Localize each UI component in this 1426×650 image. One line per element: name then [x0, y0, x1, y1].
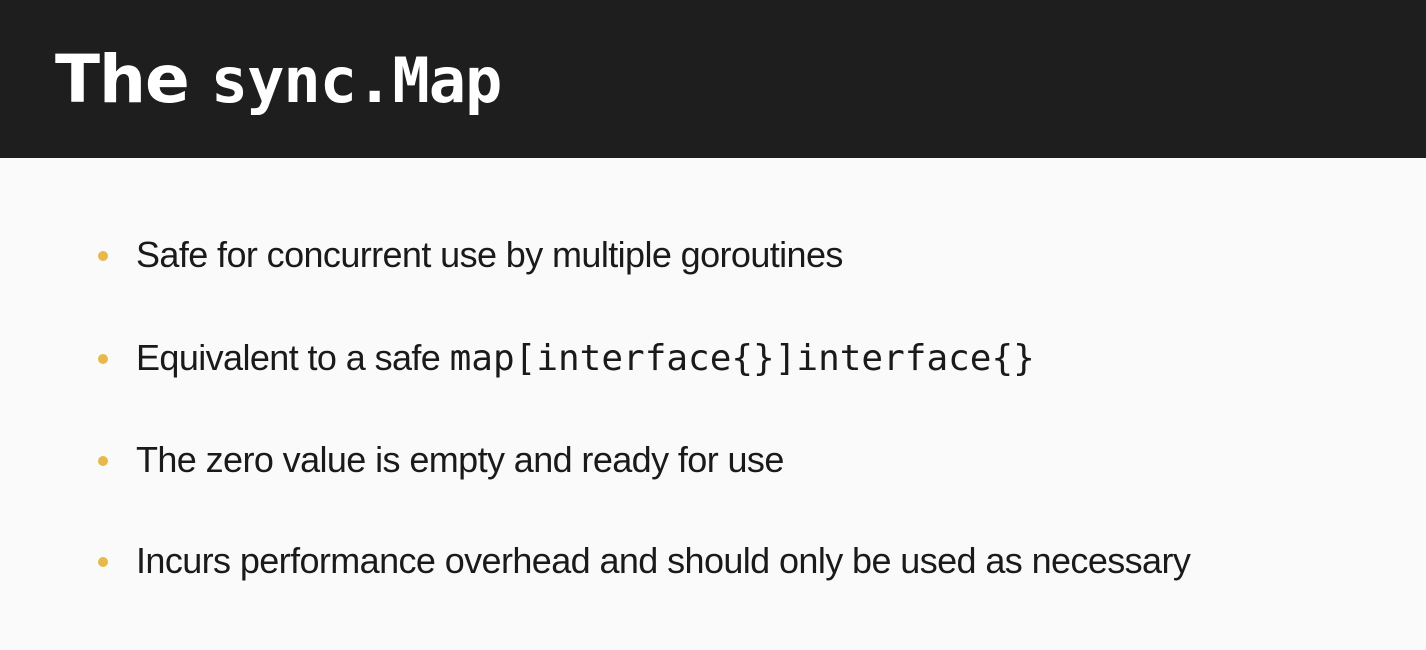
bullet-item: Safe for concurrent use by multiple goro… [0, 230, 1426, 280]
bullet-item: Equivalent to a safe map[interface{}]int… [0, 333, 1426, 383]
bullet-text: Equivalent to a safe map[interface{}]int… [136, 333, 1035, 384]
bullet-dot-icon [98, 251, 108, 261]
bullet-dot-icon [98, 456, 108, 466]
slide-title: The sync.Map [55, 38, 1426, 123]
title-bar: The sync.Map [0, 0, 1426, 158]
bullet-dot-icon [98, 557, 108, 567]
bullet-item: The zero value is empty and ready for us… [0, 435, 1426, 485]
bullet-text: Incurs performance overhead and should o… [136, 540, 1191, 581]
bullet-text: The zero value is empty and ready for us… [136, 439, 784, 480]
bullet-text: Safe for concurrent use by multiple goro… [136, 234, 843, 275]
bullet-text-plain: Equivalent to a safe [136, 337, 450, 378]
title-prefix: The [55, 41, 211, 118]
title-code: sync.Map [210, 44, 503, 117]
bullet-dot-icon [98, 354, 108, 364]
bullet-item: Incurs performance overhead and should o… [0, 536, 1426, 586]
bullet-code: map[interface{}]interface{} [449, 338, 1035, 379]
